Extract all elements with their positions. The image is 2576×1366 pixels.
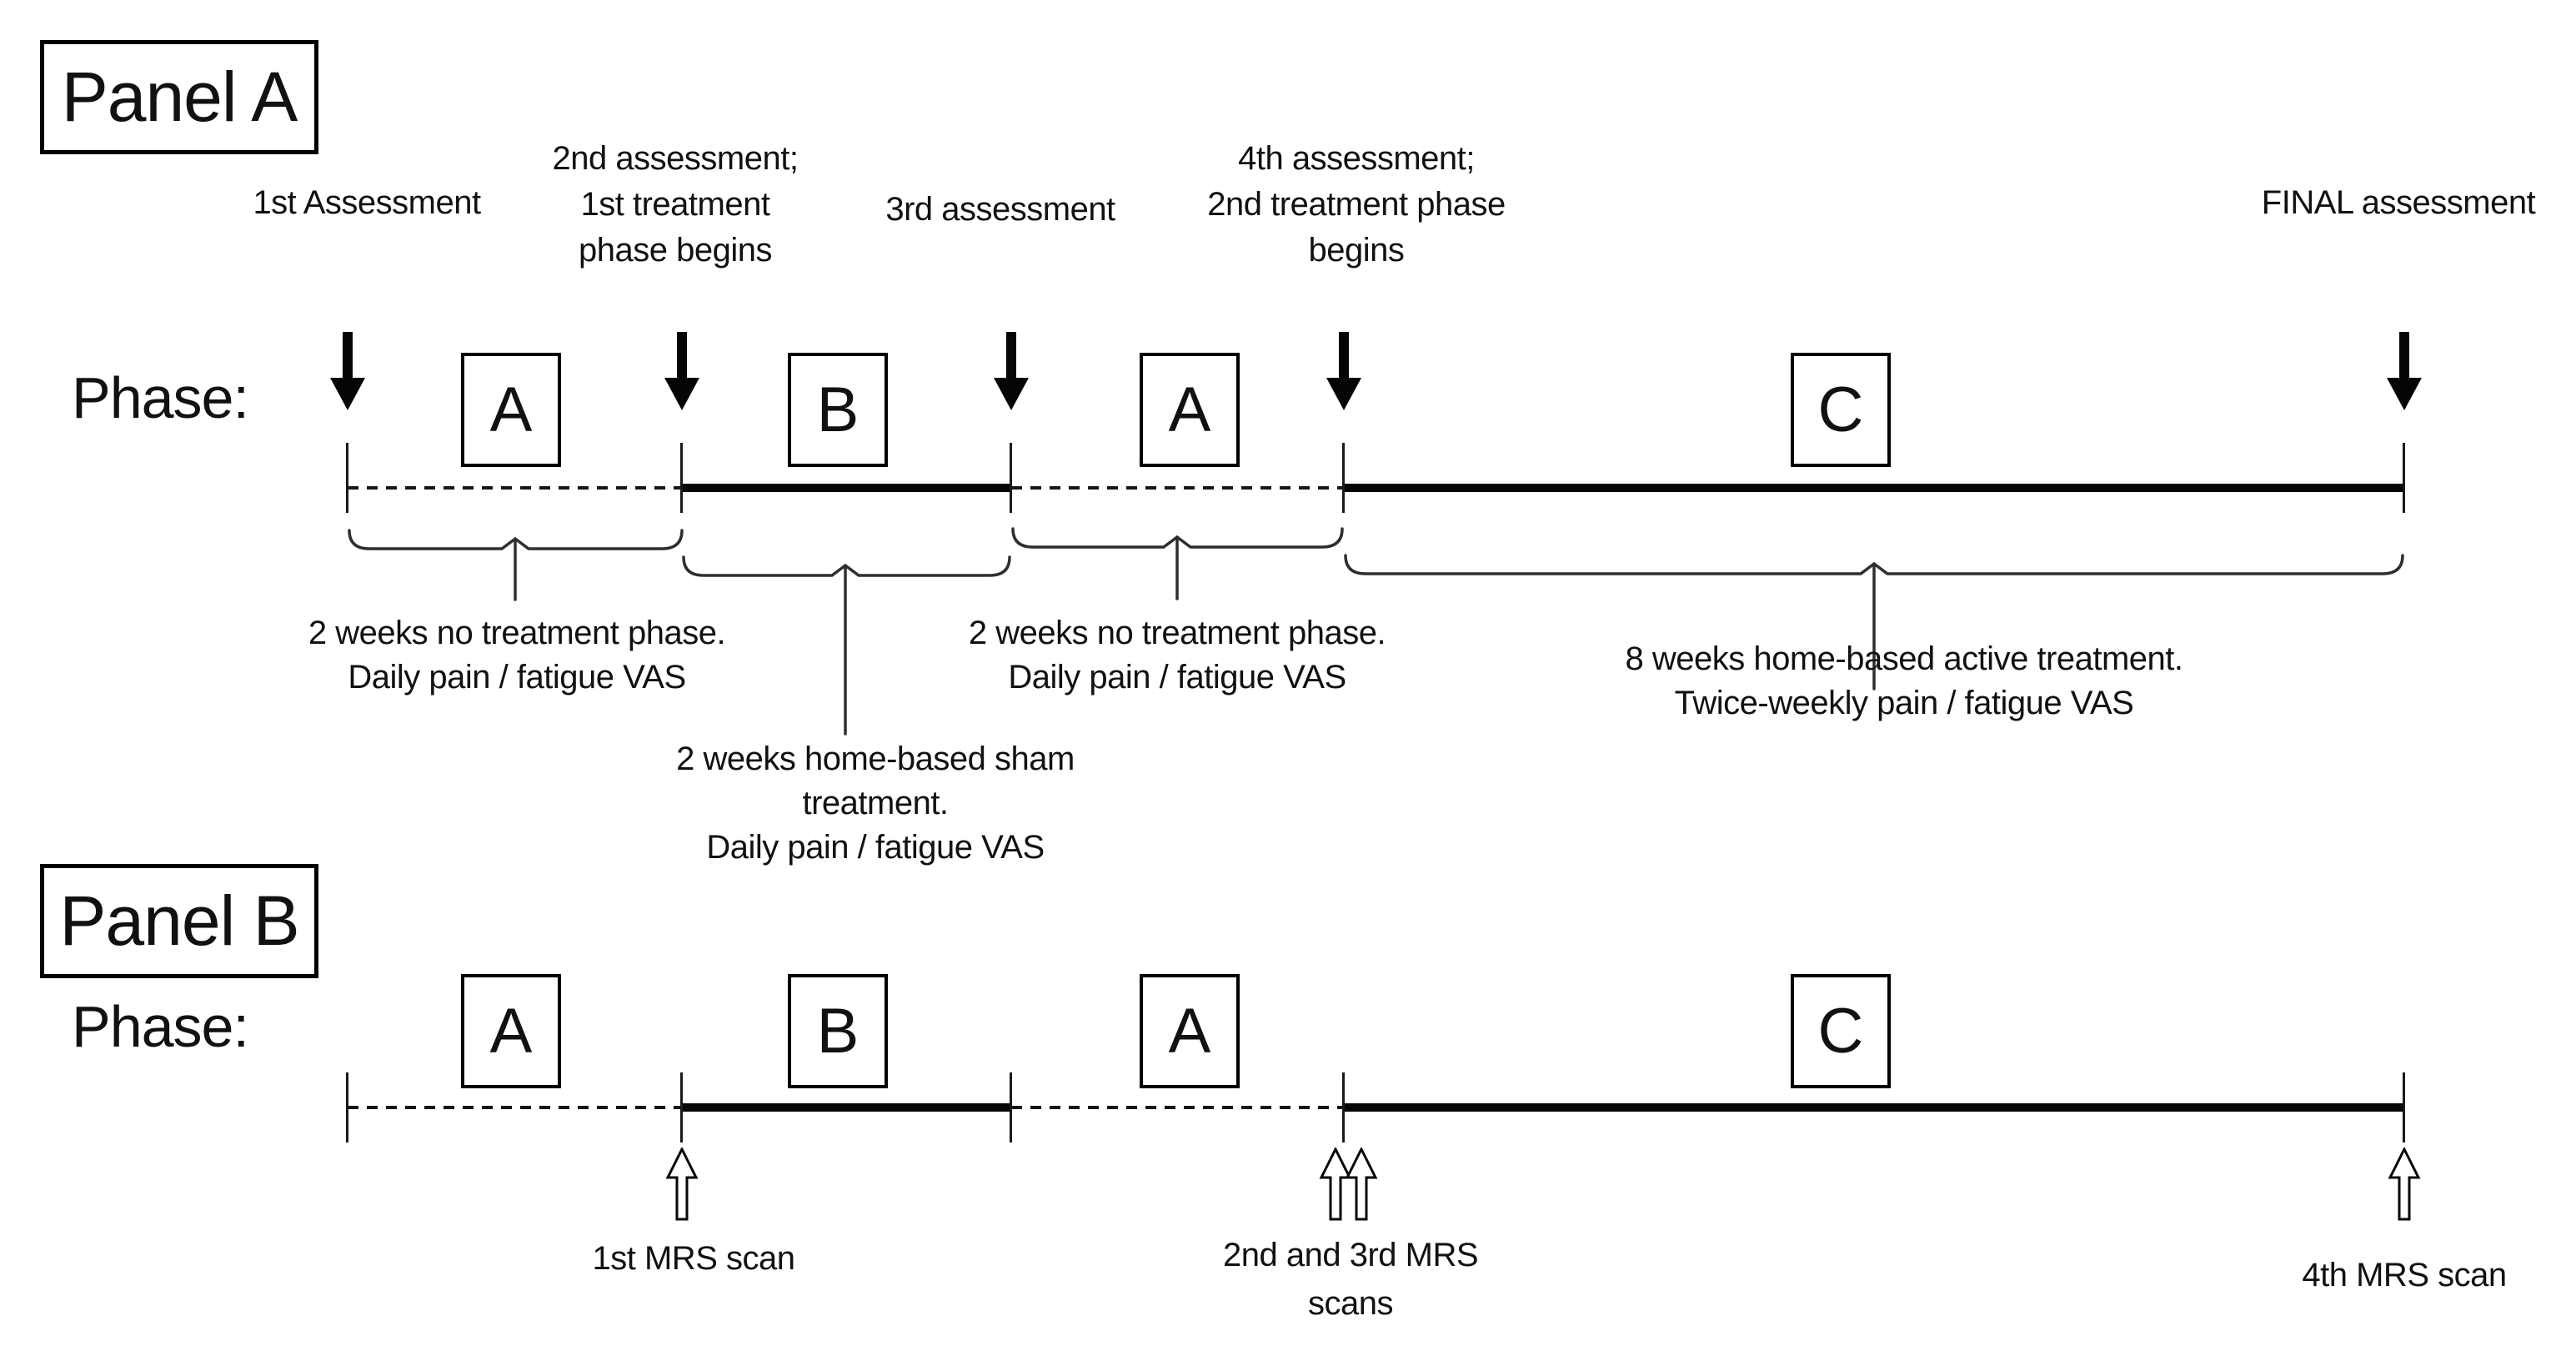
timeline-tick [1342,1072,1345,1143]
mrs-label-1st: 1st MRS scan [593,1234,795,1283]
down-arrow-icon [2387,332,2422,410]
assessment-label-1st: 1st Assessment [253,180,481,226]
assessment-label-2nd-line: 2nd assessment; [552,140,799,177]
phase-letter: A [1168,374,1211,445]
panel-b-title: Panel B [59,881,299,960]
panel-a-title-box: Panel A [40,40,318,154]
timeline-b-segment-no-treatment-1 [348,1106,682,1109]
timeline-segment-active-treatment [1344,484,2404,492]
assessment-label-final: FINAL assessment [2261,180,2536,226]
assessment-label-2nd-line: 1st treatment [580,186,770,223]
annotation-line: Twice-weekly pain / fatigue VAS [1674,685,2134,721]
down-arrow-icon [330,332,365,410]
annotation-line: treatment. [802,785,949,821]
brace-phase-a2 [1011,527,1344,600]
timeline-tick [346,443,348,513]
assessment-label-3rd-line: 3rd assessment [885,191,1115,228]
annotation-line: 2 weeks no treatment phase. [308,615,726,651]
timeline-tick [680,443,683,513]
panel-a-phase-label: Phase: [72,365,249,430]
double-up-arrow-icon [1319,1148,1378,1221]
phase-letter: A [489,996,533,1067]
assessment-label-4th-line: begins [1308,232,1405,269]
assessment-label-2nd-line: phase begins [579,232,772,269]
timeline-tick [346,1072,348,1143]
panel-b-phase-label: Phase: [72,994,249,1059]
phase-box-c-b: C [1791,974,1891,1088]
phase-box-a2-b: A [1140,974,1240,1088]
brace-phase-c [1344,554,2404,691]
timeline-segment-no-treatment-2 [1011,486,1344,490]
up-arrow-icon [665,1148,699,1221]
annotation-line: Daily pain / fatigue VAS [706,829,1045,866]
annotation-line: 2 weeks no treatment phase. [968,615,1386,651]
panel-a-title: Panel A [61,58,298,136]
assessment-label-1st-line: 1st Assessment [253,184,481,221]
brace-phase-b [682,555,1011,736]
assessment-label-final-line: FINAL assessment [2261,184,2536,221]
phase-letter: B [816,374,860,445]
mrs-label-4th: 4th MRS scan [2302,1251,2507,1299]
timeline-tick [2403,1072,2405,1143]
phase-box-b-b: B [788,974,888,1088]
phase-box-c: C [1791,353,1891,467]
mrs-label-line: scans [1307,1285,1394,1322]
annotation-line: 2 weeks home-based sham [676,741,1075,777]
annotation-active-treatment: 8 weeks home-based active treatment. Twi… [1625,637,2183,726]
brace-phase-a1 [348,529,684,601]
phase-letter: A [489,374,533,445]
timeline-tick [2403,443,2405,513]
annotation-sham-treatment: 2 weeks home-based sham treatment. Daily… [676,737,1075,870]
timeline-tick [1010,443,1012,513]
assessment-label-4th-line: 4th assessment; [1238,140,1475,177]
phase-letter: C [1817,374,1864,445]
timeline-b-segment-no-treatment-2 [1011,1106,1344,1109]
assessment-label-2nd: 2nd assessment; 1st treatment phase begi… [553,136,799,274]
timeline-segment-sham-treatment [682,484,1011,492]
annotation-no-treatment-1: 2 weeks no treatment phase. Daily pain /… [308,611,726,700]
annotation-no-treatment-2: 2 weeks no treatment phase. Daily pain /… [969,611,1386,700]
phase-box-a2: A [1140,353,1240,467]
phase-letter: C [1817,996,1864,1067]
timeline-b-segment-sham-treatment [682,1103,1011,1112]
down-arrow-icon [664,332,699,410]
timeline-tick [680,1072,683,1143]
timeline-tick [1342,443,1345,513]
phase-letter: B [816,996,860,1067]
phase-box-b: B [788,353,888,467]
down-arrow-icon [1326,332,1361,410]
down-arrow-icon [994,332,1029,410]
annotation-line: Daily pain / fatigue VAS [1008,659,1346,696]
assessment-label-4th-line: 2nd treatment phase [1207,186,1506,223]
annotation-line: Daily pain / fatigue VAS [348,659,686,696]
timeline-b-segment-active-treatment [1344,1103,2404,1112]
assessment-label-3rd: 3rd assessment [885,187,1115,233]
panel-b-title-box: Panel B [40,864,318,978]
annotation-line: 8 weeks home-based active treatment. [1625,640,2183,677]
phase-letter: A [1168,996,1211,1067]
phase-box-a1-b: A [461,974,561,1088]
up-arrow-icon [2388,1148,2421,1221]
timeline-tick [1010,1072,1012,1143]
phase-box-a1: A [461,353,561,467]
mrs-label-line: 2nd and 3rd MRS [1222,1237,1479,1273]
timeline-segment-no-treatment-1 [348,486,682,490]
mrs-label-line: 1st MRS scan [592,1240,795,1277]
mrs-label-2nd-3rd: 2nd and 3rd MRS scans [1222,1231,1479,1328]
assessment-label-4th: 4th assessment; 2nd treatment phase begi… [1207,136,1506,274]
mrs-label-line: 4th MRS scan [2302,1257,2507,1293]
